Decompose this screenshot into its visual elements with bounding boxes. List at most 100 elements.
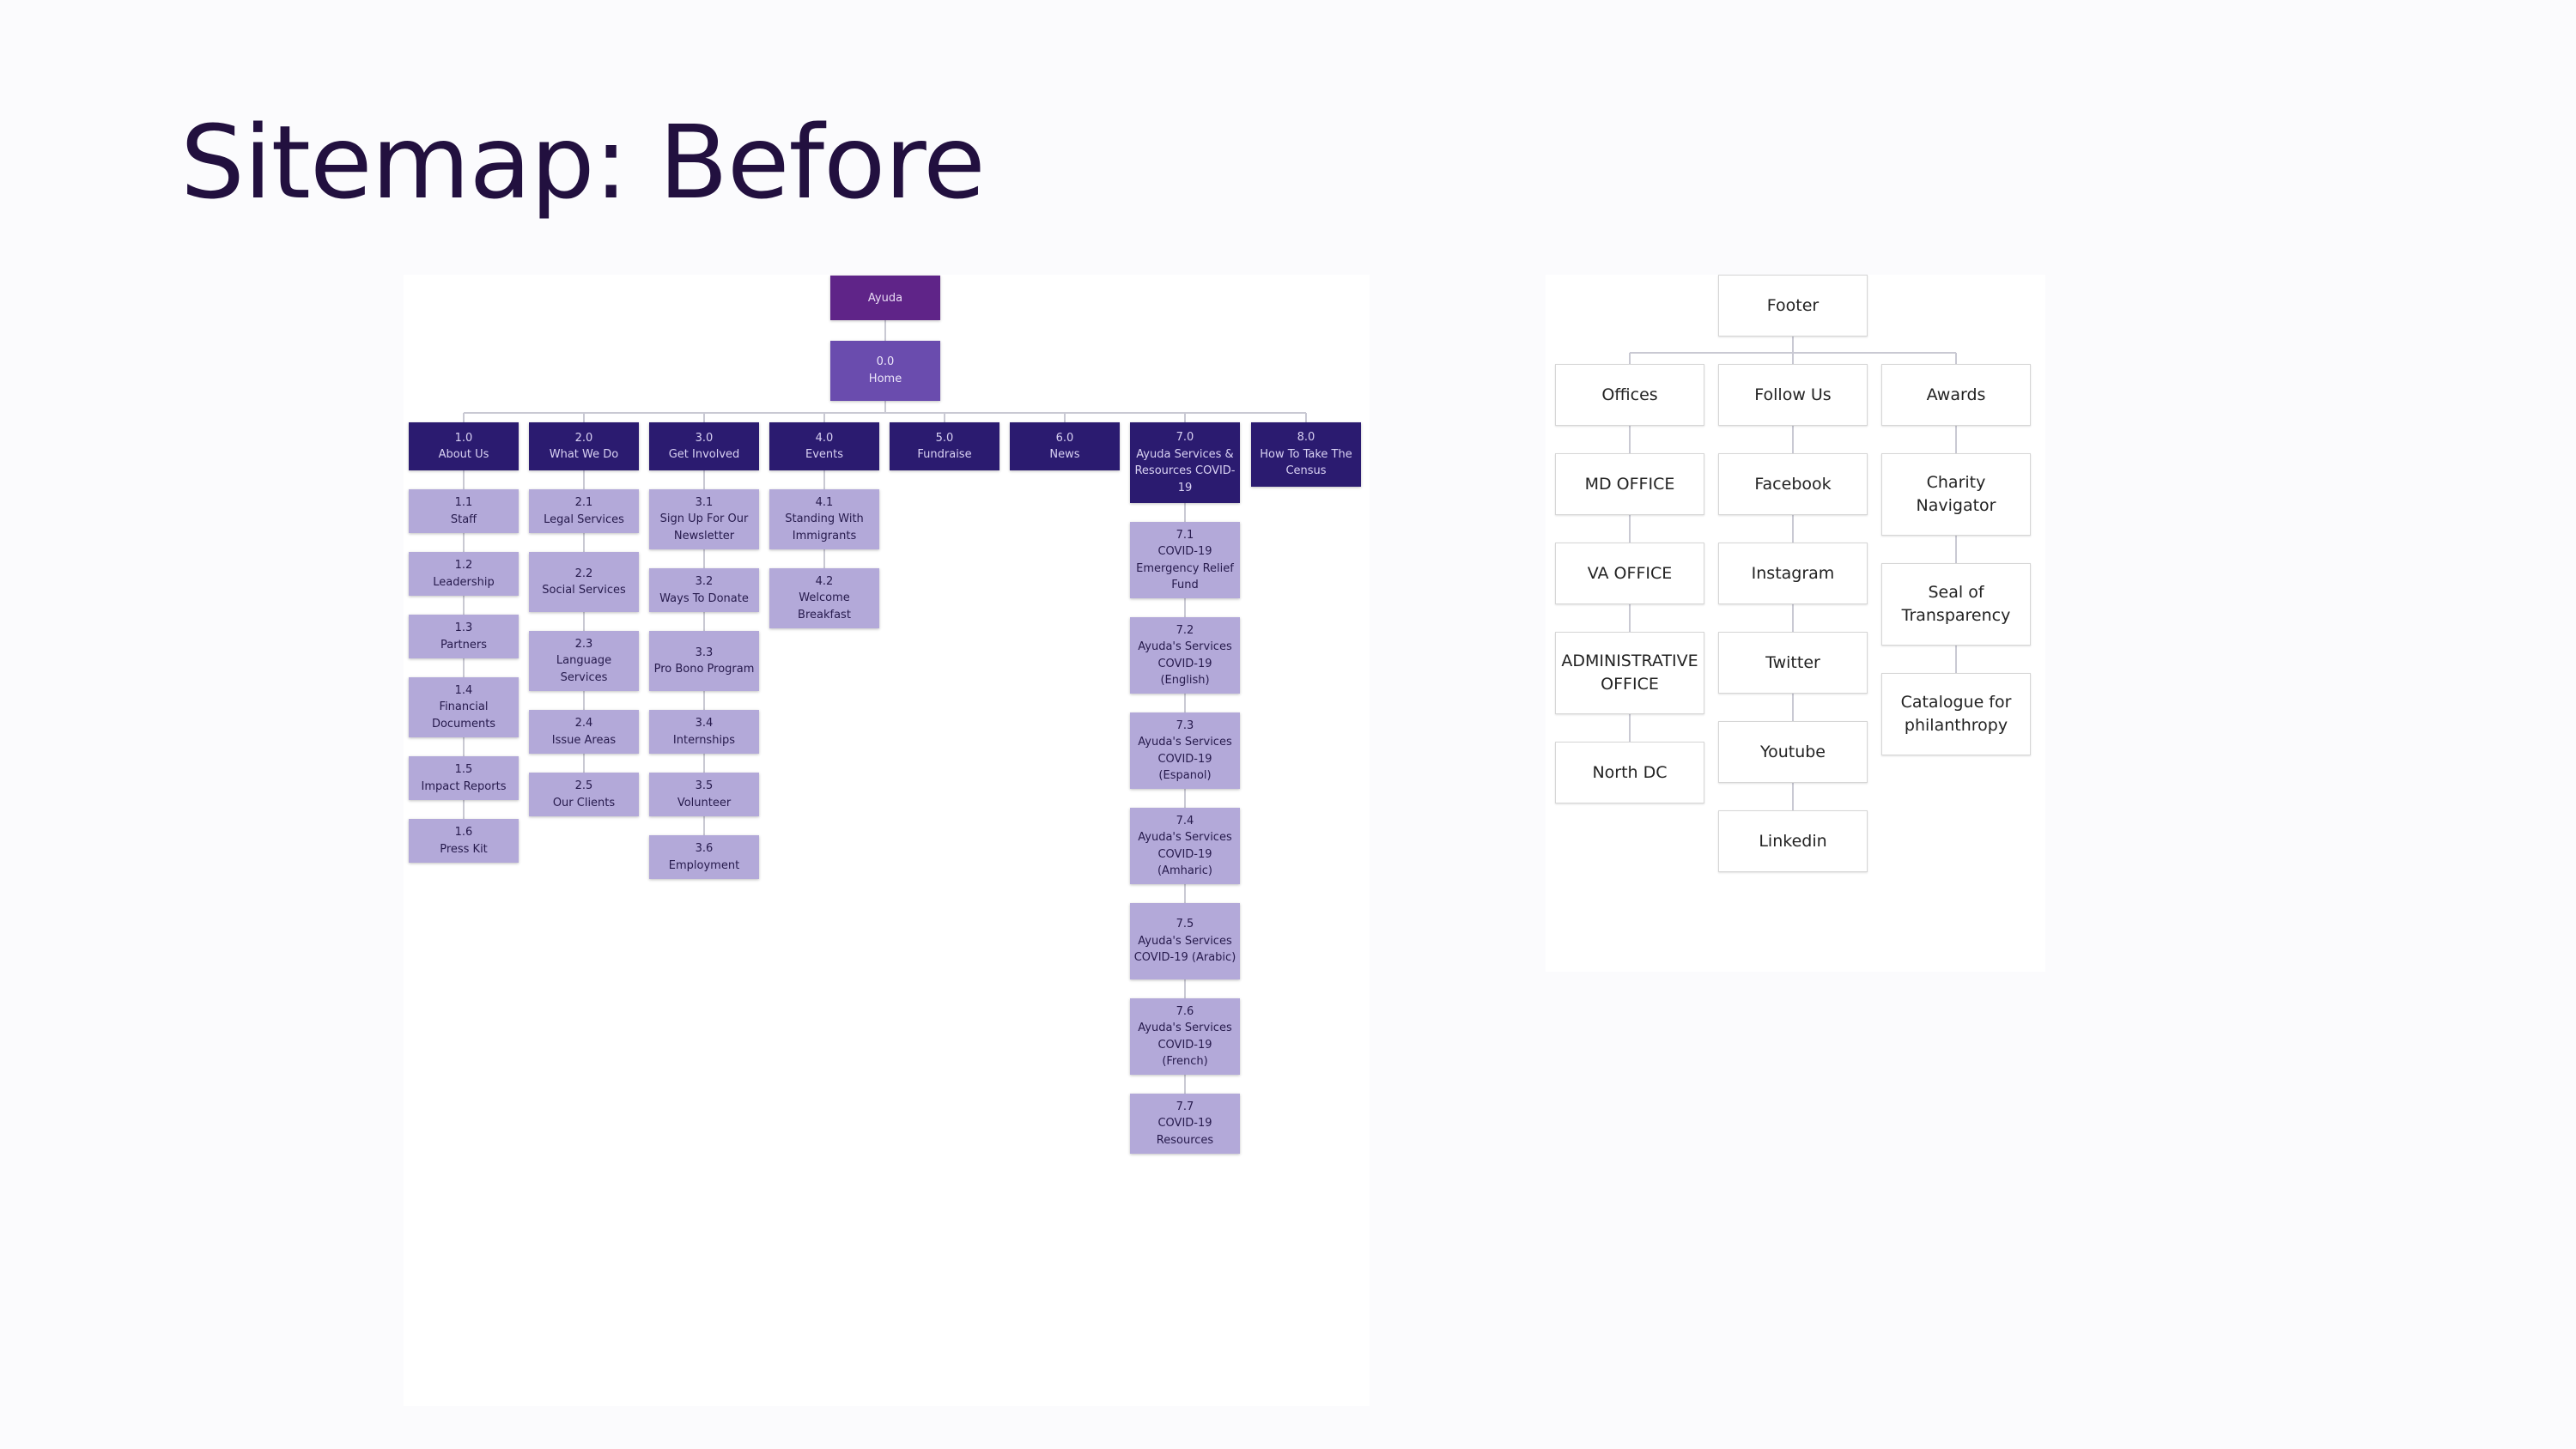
footer-item-linkedin[interactable]: Linkedin	[1718, 810, 1868, 872]
footer-root[interactable]: Footer	[1718, 275, 1868, 336]
footer-item-youtube[interactable]: Youtube	[1718, 721, 1868, 783]
page-7.2-code: 7.2	[1176, 623, 1194, 637]
page-1.2-code: 1.2	[454, 559, 473, 572]
section-1.0-label: About Us	[438, 448, 489, 461]
node-root-label: Ayuda	[867, 291, 903, 305]
footer-item-administrative-office[interactable]: ADMINISTRATIVE OFFICE	[1555, 632, 1704, 714]
page-3.6-label: Employment	[668, 858, 740, 872]
page-7.2-label: Ayuda's Services COVID-19 (English)	[1138, 640, 1232, 687]
footer-item-instagram[interactable]: Instagram	[1718, 543, 1868, 604]
footer-group-follow-us-label: Follow Us	[1754, 385, 1832, 404]
footer-item-catalogue-for-philanthropy[interactable]: Catalogue for philanthropy	[1881, 673, 2031, 755]
page-7.6-code: 7.6	[1176, 1004, 1194, 1018]
page-7.3-label: Ayuda's Services COVID-19 (Espanol)	[1138, 736, 1232, 782]
page-3.3-code: 3.3	[695, 646, 714, 659]
page-7.7-code: 7.7	[1176, 1100, 1194, 1113]
page-1.1-code: 1.1	[454, 496, 473, 509]
footer-item-north-dc[interactable]: North DC	[1555, 742, 1704, 803]
footer-item-va-office[interactable]: VA OFFICE	[1555, 543, 1704, 604]
page-7.1-label: COVID-19 Emergency Relief Fund	[1136, 545, 1234, 591]
footer-group-awards[interactable]: Awards	[1881, 364, 2031, 426]
footer-item-charity-navigator[interactable]: Charity Navigator	[1881, 453, 2031, 536]
footer-item-facebook-label: Facebook	[1754, 474, 1832, 494]
section-6.0-label: News	[1049, 448, 1080, 461]
footer-item-north-dc-label: North DC	[1592, 762, 1668, 782]
section-6.0-code: 6.0	[1055, 431, 1074, 445]
page-3.3-label: Pro Bono Program	[653, 663, 755, 676]
node-root[interactable]: Ayuda	[830, 276, 940, 320]
footer-item-seal-of-transparency[interactable]: Seal of Transparency	[1881, 563, 2031, 646]
page-1.4-code: 1.4	[454, 683, 473, 697]
page-3.5-label: Volunteer	[677, 796, 732, 809]
footer-item-md-office-label: MD OFFICE	[1584, 474, 1675, 494]
page-2.2-label: Social Services	[542, 584, 626, 597]
footer-group-offices[interactable]: Offices	[1555, 364, 1704, 426]
page-7.5-label: Ayuda's Services COVID-19 (Arabic)	[1133, 934, 1236, 965]
page-7.3-code: 7.3	[1176, 718, 1194, 732]
section-2.0-code: 2.0	[574, 431, 593, 445]
page-2.3-label: Language Services	[556, 654, 612, 684]
page-3.6-code: 3.6	[695, 842, 714, 855]
page-3.4-label: Internships	[672, 733, 736, 747]
section-3.0-code: 3.0	[695, 431, 714, 445]
page-7.6-label: Ayuda's Services COVID-19 (French)	[1138, 1022, 1232, 1068]
page-1.5-code: 1.5	[454, 763, 473, 776]
page-4.1-label: Standing With Immigrants	[785, 512, 864, 543]
page-1.3-code: 1.3	[454, 621, 473, 634]
page-2.5-label: Our Clients	[552, 796, 616, 809]
section-5.0-code: 5.0	[935, 431, 954, 445]
section-8.0-label: How To Take The Census	[1260, 447, 1352, 478]
footer-group-follow-us[interactable]: Follow Us	[1718, 364, 1868, 426]
section-5.0-label: Fundraise	[917, 448, 972, 461]
footer-item-va-office-label: VA OFFICE	[1587, 563, 1673, 583]
footer-group-offices-label: Offices	[1601, 385, 1658, 404]
page-1.3-label: Partners	[440, 638, 488, 652]
page-7.7-label: COVID-19 Resources	[1156, 1117, 1214, 1147]
footer-item-md-office[interactable]: MD OFFICE	[1555, 453, 1704, 515]
footer-item-twitter[interactable]: Twitter	[1718, 632, 1868, 694]
page-3.2-label: Ways To Donate	[659, 591, 749, 605]
page-3.5-code: 3.5	[695, 779, 714, 792]
footer-item-instagram-label: Instagram	[1751, 563, 1835, 583]
page-2.2-code: 2.2	[574, 567, 593, 580]
footer-item-facebook[interactable]: Facebook	[1718, 453, 1868, 515]
page-7.4-label: Ayuda's Services COVID-19 (Amharic)	[1138, 831, 1232, 877]
page-1.5-label: Impact Reports	[421, 779, 507, 793]
page-3.2-code: 3.2	[695, 575, 714, 588]
